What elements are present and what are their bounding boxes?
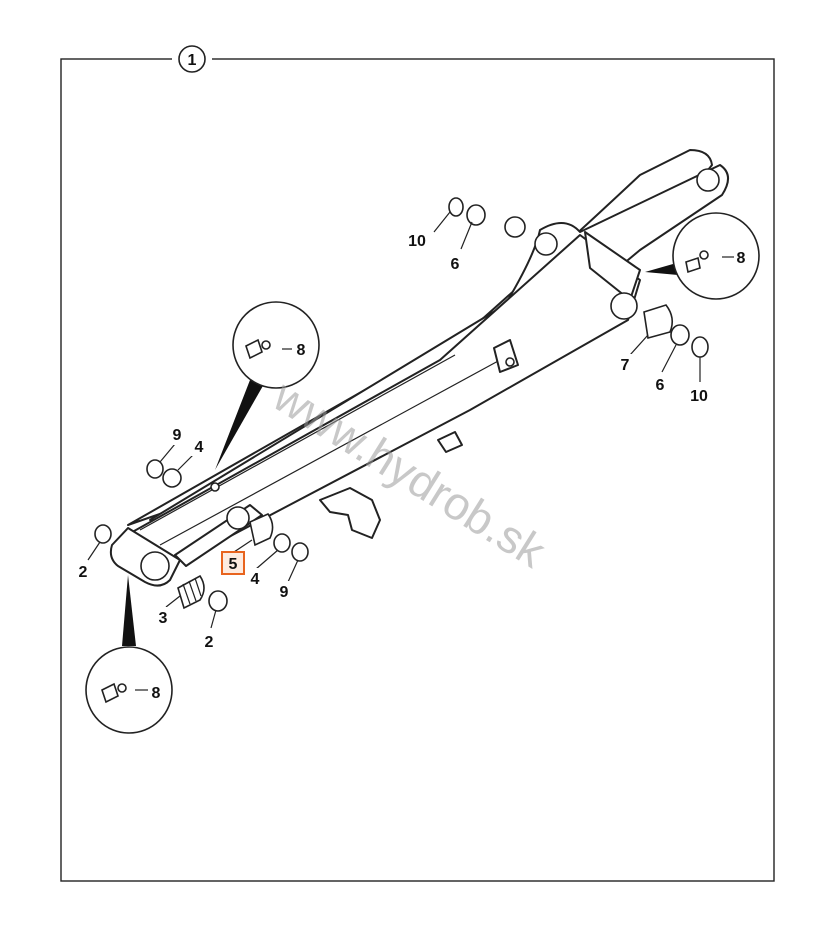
bushing-4-left — [162, 468, 182, 488]
parts — [94, 197, 709, 612]
bushing-2-bottom — [208, 590, 228, 612]
callout-label: 9 — [280, 584, 289, 601]
callout-label: 8 — [737, 250, 746, 267]
section-number: 1 — [188, 52, 197, 69]
section-badge: 1 — [172, 44, 212, 74]
grease-nipple-8-icon — [101, 682, 119, 704]
zoom-bubble-top-right — [645, 212, 760, 300]
callout-label: 6 — [451, 256, 460, 273]
shim-ring-9-left — [146, 459, 164, 479]
bushing-6-top — [466, 204, 486, 226]
callout-label: 4 — [195, 439, 204, 456]
bushing-4-mid — [273, 533, 291, 553]
zoom-bubble-bottom-left — [85, 575, 173, 734]
highlight-box-part-5[interactable] — [221, 551, 245, 575]
shim-ring-10-right — [691, 336, 709, 358]
callout-label: 6 — [656, 377, 665, 394]
callout-label: 2 — [205, 634, 214, 651]
bushing-2-left — [94, 524, 112, 544]
bushing-6-right — [670, 324, 690, 346]
pin-7 — [643, 304, 674, 340]
callout-label: 2 — [79, 564, 88, 581]
callout-label: 3 — [159, 610, 168, 627]
zoom-bubble-mid-left — [215, 301, 320, 470]
callout-label: 8 — [152, 685, 161, 702]
diagram-frame — [60, 58, 775, 882]
callout-label: 8 — [297, 342, 306, 359]
grease-nipple-8-icon — [685, 256, 701, 274]
callout-label-highlighted[interactable]: 5 — [229, 556, 238, 573]
callout-labels: 10 6 8 8 7 6 10 9 4 2 5 4 9 3 2 8 — [74, 230, 750, 702]
callout-label: 10 — [690, 388, 708, 405]
callout-label: 10 — [408, 233, 426, 250]
callout-label: 9 — [173, 427, 182, 444]
leader-lines — [87, 211, 734, 691]
shim-ring-10-top — [448, 197, 464, 217]
callout-label: 4 — [251, 571, 260, 588]
callout-label: 7 — [621, 357, 630, 374]
pin-5 — [249, 513, 274, 547]
grease-nipple-8-icon — [245, 338, 263, 360]
boom-arm — [109, 149, 729, 587]
shim-ring-9-mid — [291, 542, 309, 562]
